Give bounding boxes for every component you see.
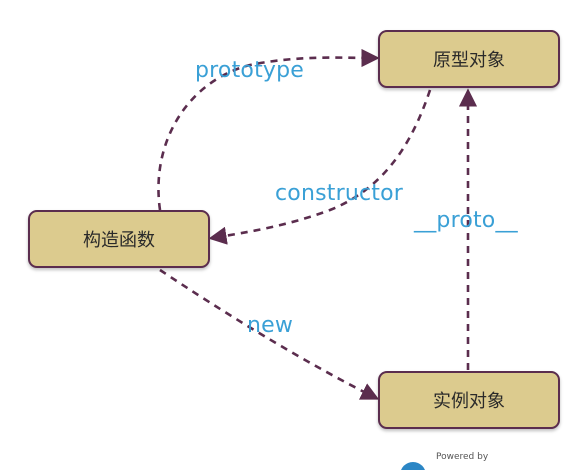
proto-edge-label: __proto__: [414, 208, 518, 233]
watermark-text: Powered by: [436, 452, 489, 462]
constructor-function-label: 构造函数: [83, 230, 155, 251]
constructor-function-node: 构造函数: [28, 210, 210, 268]
prototype-object-label: 原型对象: [433, 50, 505, 71]
arrow-constructor: [208, 89, 432, 245]
instance-object-node: 实例对象: [378, 371, 560, 429]
new-edge-label: new: [247, 313, 294, 338]
prototype-object-node: 原型对象: [378, 30, 560, 88]
arrow-new: [159, 268, 380, 400]
constructor-edge-label: constructor: [275, 181, 404, 206]
instance-object-label: 实例对象: [433, 391, 505, 412]
watermark-logo-icon: [400, 462, 426, 470]
arrow-prototype: [157, 48, 380, 211]
prototype-edge-label: prototype: [195, 58, 305, 83]
